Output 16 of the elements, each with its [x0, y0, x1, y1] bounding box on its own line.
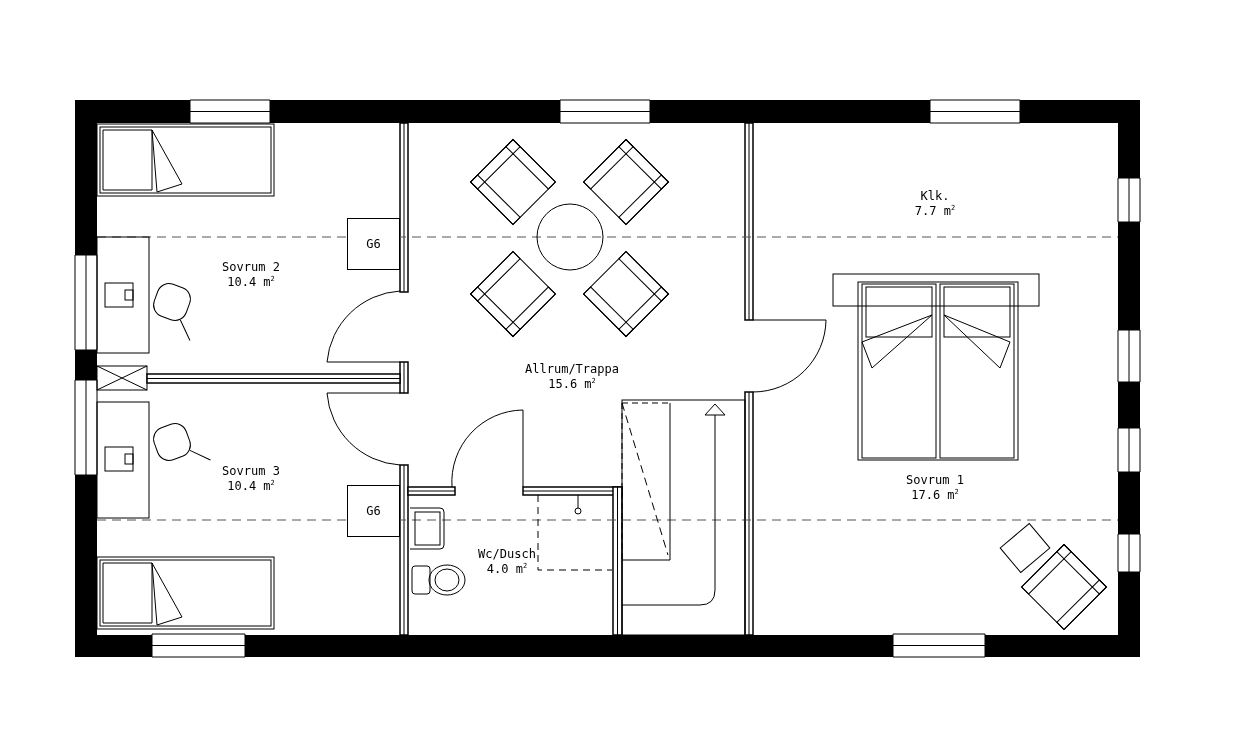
room-area: 10.4 m$^{2}$: [227, 276, 275, 289]
room-name: Wc/Dusch: [478, 548, 536, 561]
room-area: 17.6 m$^{2}$: [911, 489, 959, 502]
room-area: 4.0 m$^{2}$: [486, 563, 528, 576]
room-area: 10.4 m$^{2}$: [227, 480, 275, 493]
room-name: Allrum/Trappa: [525, 363, 619, 376]
shaft-label: G6: [366, 237, 381, 251]
shaft-box: [347, 485, 400, 537]
room-name: Sovrum 3: [222, 465, 280, 478]
room-name: Sovrum 1: [906, 474, 964, 487]
room-name: Klk.: [920, 190, 950, 203]
room-area: 7.7 m$^{2}$: [914, 205, 956, 218]
shaft-box: [347, 218, 400, 270]
room-name: Sovrum 2: [222, 261, 280, 274]
shaft-label: G6: [366, 504, 381, 518]
room-area: 15.6 m$^{2}$: [548, 378, 596, 391]
